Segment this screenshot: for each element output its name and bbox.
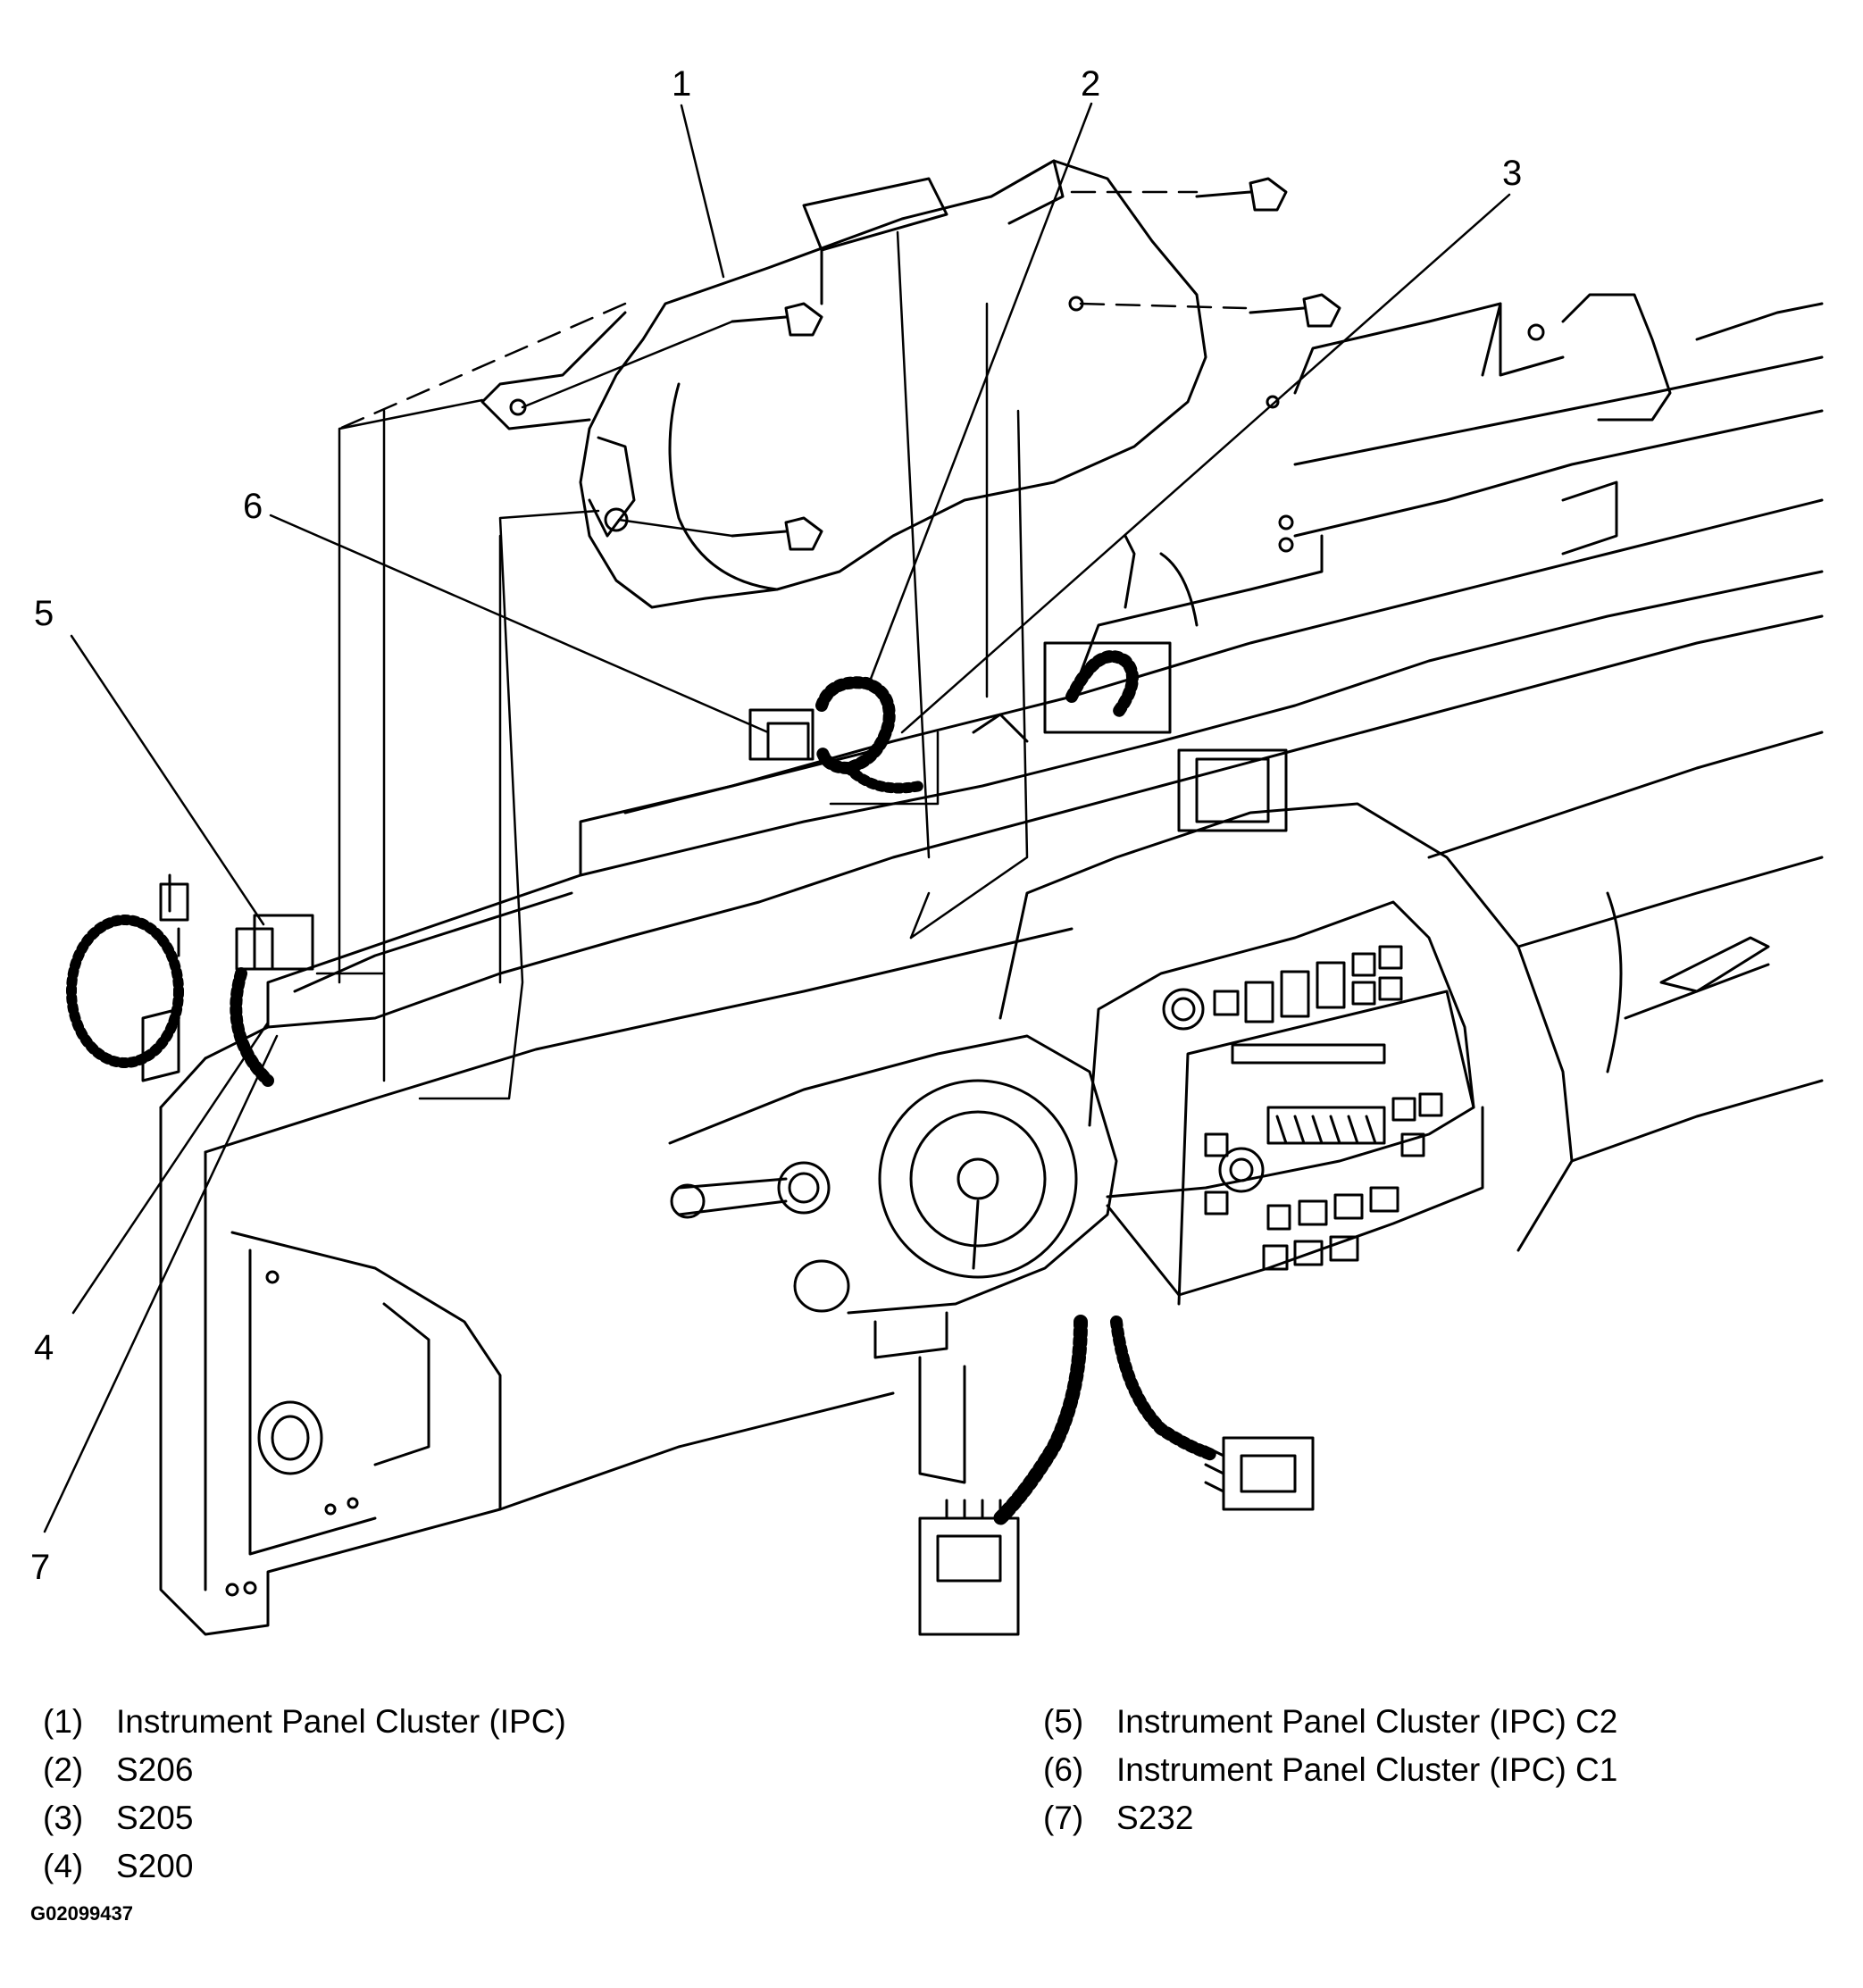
legend-text: S200	[116, 1848, 194, 1884]
fasteners	[731, 177, 1341, 551]
callout-numbers: 1 2 3 4 5 6 7	[30, 64, 1522, 1587]
ipc-housing	[480, 159, 1207, 609]
legend-text: S206	[116, 1751, 194, 1788]
legend-item-7: (7) S232	[1043, 1799, 1193, 1838]
legend-text: Instrument Panel Cluster (IPC) C2	[1116, 1703, 1618, 1740]
callout-leaders	[43, 102, 1511, 1533]
callout-4: 4	[34, 1328, 54, 1367]
legend-item-6: (6) Instrument Panel Cluster (IPC) C1	[1043, 1750, 1617, 1790]
legend-number: (5)	[1043, 1703, 1084, 1740]
dash-right-half	[1427, 731, 1824, 1163]
callout-2: 2	[1081, 64, 1100, 104]
callout-6: 6	[243, 487, 263, 526]
legend-number: (4)	[43, 1848, 84, 1884]
legend-number: (2)	[43, 1751, 84, 1788]
legend-text: S205	[116, 1800, 194, 1836]
legend-item-4: (4) S200	[43, 1847, 193, 1886]
legend-item-5: (5) Instrument Panel Cluster (IPC) C2	[1043, 1702, 1617, 1742]
legend-text: Instrument Panel Cluster (IPC)	[116, 1703, 566, 1740]
callout-5: 5	[34, 594, 54, 633]
legend-item-1: (1) Instrument Panel Cluster (IPC)	[43, 1702, 566, 1742]
legend-number: (3)	[43, 1800, 84, 1836]
dash-carrier	[159, 614, 1824, 1636]
callout-7: 7	[30, 1548, 50, 1587]
legend-item-2: (2) S206	[43, 1750, 193, 1790]
alignment-lines	[315, 190, 1248, 1100]
legend-number: (6)	[1043, 1751, 1084, 1788]
instrument-panel-diagram: 1 2 3 4 5 6 7	[30, 64, 1824, 1636]
legend-text: Instrument Panel Cluster (IPC) C1	[1116, 1751, 1618, 1788]
steering-column	[668, 1034, 1118, 1484]
callout-3: 3	[1502, 154, 1522, 193]
callout-1: 1	[672, 64, 691, 104]
center-console	[998, 748, 1574, 1306]
lower-harness	[918, 1315, 1315, 1636]
center-harness	[748, 534, 1199, 794]
figure-id: G02099437	[30, 1902, 133, 1925]
legend-text: S232	[1116, 1800, 1194, 1836]
legend-number: (7)	[1043, 1800, 1084, 1836]
legend-item-3: (3) S205	[43, 1799, 193, 1838]
left-harness	[66, 873, 314, 1087]
legend-number: (1)	[43, 1703, 84, 1740]
